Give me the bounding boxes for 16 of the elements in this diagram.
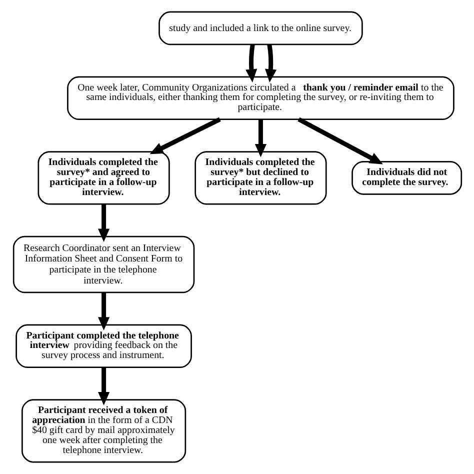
node-box: Research Coordinator sent an Interview Information Sheet and Consent Form to participate in the telephone interview. bbox=[12, 236, 194, 294]
arrow bbox=[264, 44, 276, 82]
arrow bbox=[98, 368, 110, 406]
node-box: Individuals completed the survey* but declined to participate in a follow-up interview. bbox=[194, 151, 326, 205]
arrow bbox=[254, 120, 266, 158]
arrow bbox=[149, 117, 220, 154]
node-box: Participant received a token of appreciation in the form of a CDN $40 gift card by mail approximately one week after completing the telephone interview. bbox=[21, 399, 186, 463]
node-box: Individuals completed the survey* and agreed to participate in a follow-up interview. bbox=[37, 151, 170, 205]
node-box: Participant completed the telephone interview providing feedback on the survey process and instrument. bbox=[15, 324, 192, 368]
arrow bbox=[245, 44, 257, 82]
arrow bbox=[297, 117, 382, 164]
node-box: Individuals did not complete the survey. bbox=[351, 161, 462, 195]
node-box: study and included a link to the online survey. bbox=[158, 11, 362, 46]
node-box: One week later, Community Organizations circulated a thank you / reminder email to the same individuals, either thanking them for completing the survey, or re-inviting them to participate. bbox=[66, 76, 454, 120]
arrow bbox=[98, 292, 110, 330]
arrow bbox=[98, 204, 110, 242]
